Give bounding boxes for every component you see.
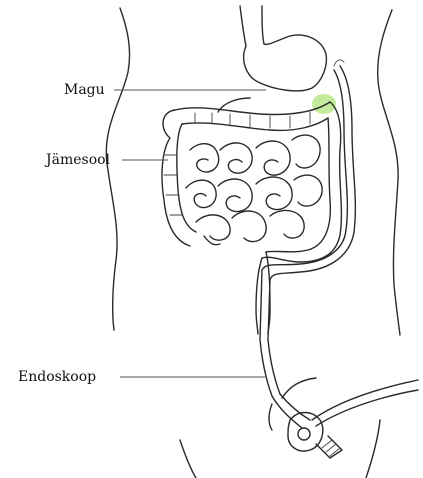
stomach xyxy=(218,35,336,114)
colon xyxy=(162,102,341,262)
endoscope-label: Endoskoop xyxy=(18,369,96,385)
rectum xyxy=(256,252,270,334)
colon-label: Jämesool xyxy=(46,152,110,168)
stomach-label: Magu xyxy=(64,82,105,98)
esophagus xyxy=(240,6,264,46)
small-intestine xyxy=(186,135,322,245)
leader-lines xyxy=(114,90,266,377)
